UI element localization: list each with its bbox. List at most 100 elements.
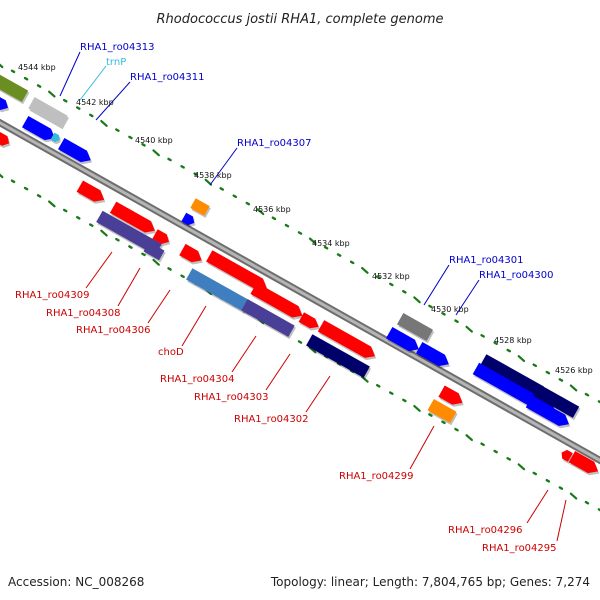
bottom-rail-tick (413, 404, 421, 412)
feature-red-9[interactable] (438, 385, 463, 405)
bottom-rail-tick (308, 346, 317, 354)
tick-label-4536: 4536 kbp (253, 205, 291, 214)
feature-ro04309[interactable] (96, 210, 162, 256)
bottom-rail-tick (10, 179, 16, 184)
tick-label-4544: 4544 kbp (18, 63, 56, 72)
bottom-rail-tick (465, 434, 473, 442)
gene-label-ro04304[interactable]: RHA1_ro04304 (160, 374, 235, 385)
feature-red-2[interactable] (109, 201, 155, 233)
bottom-rail-tick (375, 384, 381, 388)
tick-label-4534: 4534 kbp (312, 239, 350, 248)
gene-label-ro04313[interactable]: RHA1_ro04313 (80, 42, 155, 53)
top-rail-tick (402, 289, 407, 294)
feature-navy-3[interactable] (532, 384, 580, 418)
top-rail-tick (256, 208, 265, 216)
gene-label-ro04295[interactable]: RHA1_ro04295 (482, 543, 557, 554)
top-rail-tick (36, 84, 42, 88)
top-rail-tick (284, 223, 290, 228)
tick-marks (0, 63, 600, 512)
top-rail-tick (361, 266, 369, 274)
bottom-rail-tick (454, 427, 459, 432)
feature-orange-1[interactable] (190, 198, 210, 216)
bottom-rail-tick (297, 340, 303, 344)
leader-line-2 (95, 81, 131, 121)
top-rail-tick (297, 231, 303, 235)
bottom-rail-tick (545, 478, 551, 483)
feature-red-6[interactable] (250, 282, 303, 318)
top-rail-tick (349, 260, 355, 265)
bottom-rail-tick (141, 252, 146, 257)
bottom-rail-tick (48, 200, 56, 208)
gene-labels: RHA1_ro04313 trnP RHA1_ro04311 RHA1_ro04… (15, 42, 557, 554)
feature-ro04302[interactable] (306, 334, 370, 378)
feature-blue-2[interactable] (386, 327, 419, 352)
top-rail-tick (506, 348, 511, 353)
feature-blue-edge[interactable] (0, 95, 8, 110)
feature-blue-4[interactable] (525, 396, 569, 426)
top-rail-tick (465, 325, 473, 333)
accession-text: Accession: NC_008268 (8, 575, 144, 589)
feature-ro04307[interactable] (181, 212, 195, 226)
feature-red-5[interactable] (206, 250, 267, 290)
gene-label-ro04303[interactable]: RHA1_ro04303 (194, 392, 269, 403)
gene-label-ro04308[interactable]: RHA1_ro04308 (46, 308, 121, 319)
feature-trnP[interactable] (50, 132, 60, 143)
top-rail-tick (204, 178, 213, 186)
feature-red-3[interactable] (152, 229, 169, 244)
gene-label-ro04299[interactable]: RHA1_ro04299 (339, 471, 414, 482)
bottom-rail-tick (558, 486, 564, 490)
leader-line-1 (79, 65, 107, 101)
tick-label-4526: 4526 kbp (555, 366, 593, 375)
feature-red-8[interactable] (317, 320, 375, 358)
feature-ro04295[interactable] (568, 451, 599, 474)
feature-red-1[interactable] (76, 180, 105, 202)
feature-ro04308[interactable] (143, 241, 165, 261)
gene-label-trnP[interactable]: trnP (106, 57, 126, 68)
feature-navy-2[interactable] (480, 354, 544, 398)
gene-label-ro04306[interactable]: RHA1_ro04306 (76, 325, 151, 336)
gene-label-ro04296[interactable]: RHA1_ro04296 (448, 525, 523, 536)
top-rail-tick (141, 143, 146, 147)
feature-red-7[interactable] (298, 312, 319, 329)
top-rail-tick (480, 334, 485, 338)
feature-ro04300[interactable] (416, 342, 449, 367)
gene-label-ro04302[interactable]: RHA1_ro04302 (234, 414, 309, 425)
top-rail-tick (441, 312, 446, 316)
feature-blue-1[interactable] (22, 116, 55, 141)
feature-ro04301[interactable] (397, 313, 433, 341)
feature-ro04311[interactable] (58, 138, 91, 163)
bottom-rail-tick (441, 420, 446, 425)
top-rail-tick (219, 187, 225, 191)
top-rail-tick (152, 149, 160, 157)
feature-olive[interactable] (0, 68, 29, 102)
feature-red-4[interactable] (179, 243, 202, 263)
top-rail-tick (193, 172, 198, 177)
gene-label-ro04309[interactable]: RHA1_ro04309 (15, 290, 90, 301)
top-rail-tick (569, 384, 578, 392)
genome-backbone (0, 118, 600, 465)
bottom-rail-tick (532, 471, 538, 476)
gene-label-choD[interactable]: choD (158, 347, 184, 358)
feature-ro04296[interactable] (561, 449, 573, 462)
leader-line-7 (117, 267, 141, 307)
top-rail-tick (89, 113, 94, 118)
leader-line-13 (409, 425, 435, 470)
leader-line-4 (423, 264, 450, 306)
feature-red-edge[interactable] (0, 132, 10, 146)
top-rail-tick (0, 63, 4, 69)
tick-label-4540: 4540 kbp (135, 136, 173, 145)
top-rail-tick (323, 245, 329, 250)
gene-label-ro04300[interactable]: RHA1_ro04300 (479, 270, 554, 281)
feature-choD[interactable] (186, 268, 250, 312)
feature-ro04299[interactable] (427, 399, 457, 423)
gene-label-ro04311[interactable]: RHA1_ro04311 (130, 72, 205, 83)
feature-ro04313[interactable] (28, 97, 68, 127)
top-rail-tick (597, 400, 600, 404)
bottom-rail-tick (180, 274, 185, 279)
gene-label-ro04307[interactable]: RHA1_ro04307 (237, 138, 312, 149)
leader-line-0 (59, 51, 81, 97)
feature-ro04304[interactable] (241, 299, 295, 337)
leader-line-11 (265, 353, 291, 391)
leader-line-15 (556, 499, 567, 542)
gene-label-ro04301[interactable]: RHA1_ro04301 (449, 255, 524, 266)
